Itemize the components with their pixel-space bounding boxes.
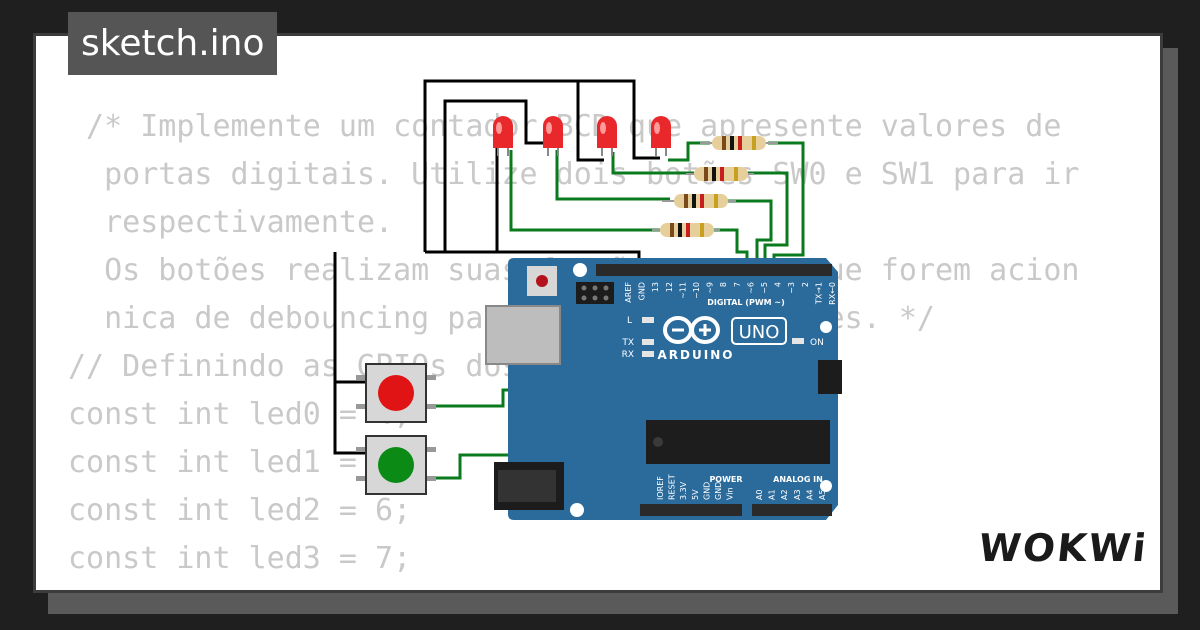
pin-label: 8 xyxy=(719,282,728,287)
led-label-tx: TX xyxy=(621,338,634,348)
pin-label: ~3 xyxy=(787,282,796,294)
led-label-l: L xyxy=(627,316,632,326)
resistor-3[interactable] xyxy=(652,223,720,237)
analog-header[interactable] xyxy=(752,504,832,516)
led-0[interactable] xyxy=(493,116,513,156)
mounting-hole xyxy=(820,321,832,333)
pin-label: 13 xyxy=(651,282,660,292)
pin-label: ~10 xyxy=(692,282,701,299)
digital-header-label: DIGITAL (PWM ~) xyxy=(707,298,785,307)
resistor-0[interactable] xyxy=(700,136,778,150)
code-line: const int led2 = 6; xyxy=(68,493,412,528)
pin-label: TX→1 xyxy=(814,282,823,305)
on-led xyxy=(792,338,804,344)
pin-label: ~9 xyxy=(706,282,715,294)
board-logo-text: ARDUINO xyxy=(658,348,735,362)
pin-label: 7 xyxy=(733,282,742,287)
pin-label: A5 xyxy=(818,489,827,500)
rx-led xyxy=(642,351,654,357)
arduino-uno-board[interactable]: UNO ARDUINO ON L TX RX DIGITAL (PWM ~) P… xyxy=(485,258,842,520)
board-model: UNO xyxy=(739,322,780,343)
icsp-header xyxy=(576,282,614,304)
code-line: respectivamente. xyxy=(68,205,394,240)
mounting-hole xyxy=(570,503,584,517)
pin-label: 2 xyxy=(801,282,810,287)
analog-header-label: ANALOG IN xyxy=(773,475,823,484)
atmega-chip xyxy=(646,420,830,464)
wokwi-logo: WOKWi xyxy=(977,526,1151,570)
pin-label: A4 xyxy=(805,489,814,500)
led-1[interactable] xyxy=(543,116,563,156)
pin-label: GND xyxy=(702,482,711,500)
pin-label: 4 xyxy=(774,282,783,287)
pin-label: 12 xyxy=(665,282,674,292)
led-3[interactable] xyxy=(651,116,671,156)
pin-label: ~5 xyxy=(760,282,769,294)
pin-label: A0 xyxy=(755,489,764,500)
pin-label: A3 xyxy=(793,489,802,500)
on-label: ON xyxy=(810,338,824,348)
pin-label: ~11 xyxy=(678,282,687,299)
led-label-rx: RX xyxy=(622,350,634,360)
mounting-hole xyxy=(573,263,587,277)
pin-label: ~6 xyxy=(746,282,755,294)
icsp2-header xyxy=(818,360,842,394)
arduino-logo-icon xyxy=(663,316,720,344)
resistor-2[interactable] xyxy=(662,194,736,208)
digital-header[interactable] xyxy=(596,264,832,276)
power-header-label: POWER xyxy=(709,475,742,484)
pin-label: GND xyxy=(638,282,647,300)
power-header[interactable] xyxy=(640,504,742,516)
code-line: const int led0 = 4; xyxy=(68,397,412,432)
pin-label: RX←0 xyxy=(828,282,837,305)
pin-label: 5V xyxy=(691,489,700,500)
pin-label: A2 xyxy=(780,489,789,500)
tx-led xyxy=(642,339,654,345)
pin-label: Vin xyxy=(726,487,735,500)
usb-port xyxy=(485,305,561,365)
pin-label: GND xyxy=(714,482,723,500)
pin-label: IOREF xyxy=(656,476,665,500)
pushbutton-red[interactable] xyxy=(356,363,436,423)
led-2[interactable] xyxy=(597,116,617,156)
pin-label: AREF xyxy=(624,282,633,303)
pushbutton-green[interactable] xyxy=(356,435,436,495)
sketch-title: sketch.ino xyxy=(68,12,278,75)
code-line: const int led3 = 7; xyxy=(68,541,412,576)
resistor-1[interactable] xyxy=(686,167,754,181)
pin-label: 3.3V xyxy=(679,481,688,500)
pin-label: RESET xyxy=(668,474,677,500)
pin-label: A1 xyxy=(768,489,777,500)
mounting-hole xyxy=(820,480,832,492)
l-led xyxy=(642,317,654,323)
